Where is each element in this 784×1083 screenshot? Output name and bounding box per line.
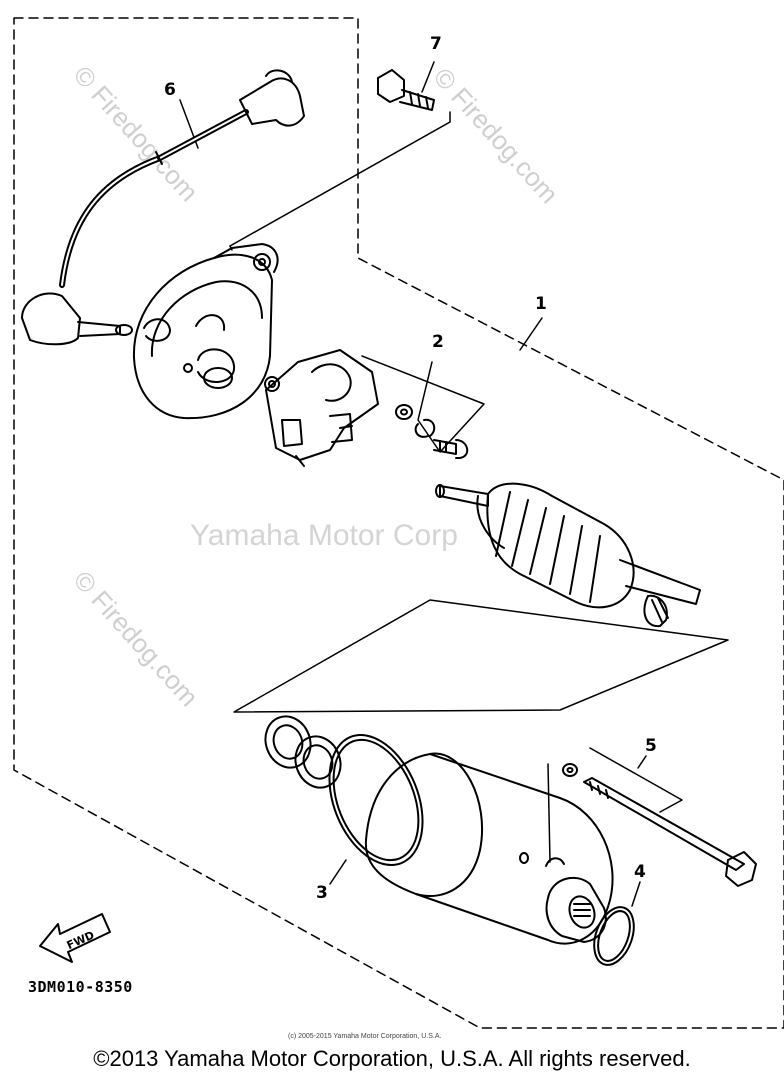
leader-3 [329, 859, 347, 885]
callout-6: 6 [164, 80, 176, 100]
callout-2: 2 [432, 332, 444, 352]
lead-wire [21, 69, 305, 346]
callout-4: 4 [634, 862, 646, 882]
leader-4 [631, 881, 641, 907]
armature [435, 482, 701, 628]
brush-holder [264, 349, 379, 467]
fwd-label: FWD [65, 929, 97, 953]
through-bolt-5 [562, 763, 757, 887]
fwd-arrow-icon [39, 913, 111, 963]
assembly-boundary [13, 17, 784, 1029]
o-ring-3 [328, 734, 424, 866]
bolt-7 [377, 69, 435, 111]
washer-2 [395, 404, 413, 420]
thrust-washer-b [294, 735, 342, 789]
screw-2 [433, 439, 469, 459]
lock-washer-2 [414, 418, 436, 438]
leader-1 [519, 317, 543, 351]
leader-7 [421, 61, 435, 93]
bracket-7 [229, 111, 451, 247]
footer-copyright: ©2013 Yamaha Motor Corporation, U.S.A. A… [93, 1046, 691, 1071]
callout-3: 3 [316, 883, 328, 903]
watermark-center: Yamaha Motor Corp [190, 519, 458, 552]
leader-5 [637, 755, 647, 769]
callout-1: 1 [535, 294, 547, 314]
callout-7: 7 [430, 34, 442, 54]
yoke [364, 752, 614, 945]
small-copyright: (c) 2005-2015 Yamaha Motor Corporation, … [288, 1033, 442, 1040]
diagram-part-code: 3DM010-8350 [28, 978, 133, 996]
end-cover [132, 243, 279, 420]
bracket-armature [233, 599, 729, 713]
o-ring-4 [593, 906, 635, 966]
thrust-washer-a [264, 715, 312, 769]
bracket-5 [547, 747, 683, 863]
callout-5: 5 [645, 736, 657, 756]
